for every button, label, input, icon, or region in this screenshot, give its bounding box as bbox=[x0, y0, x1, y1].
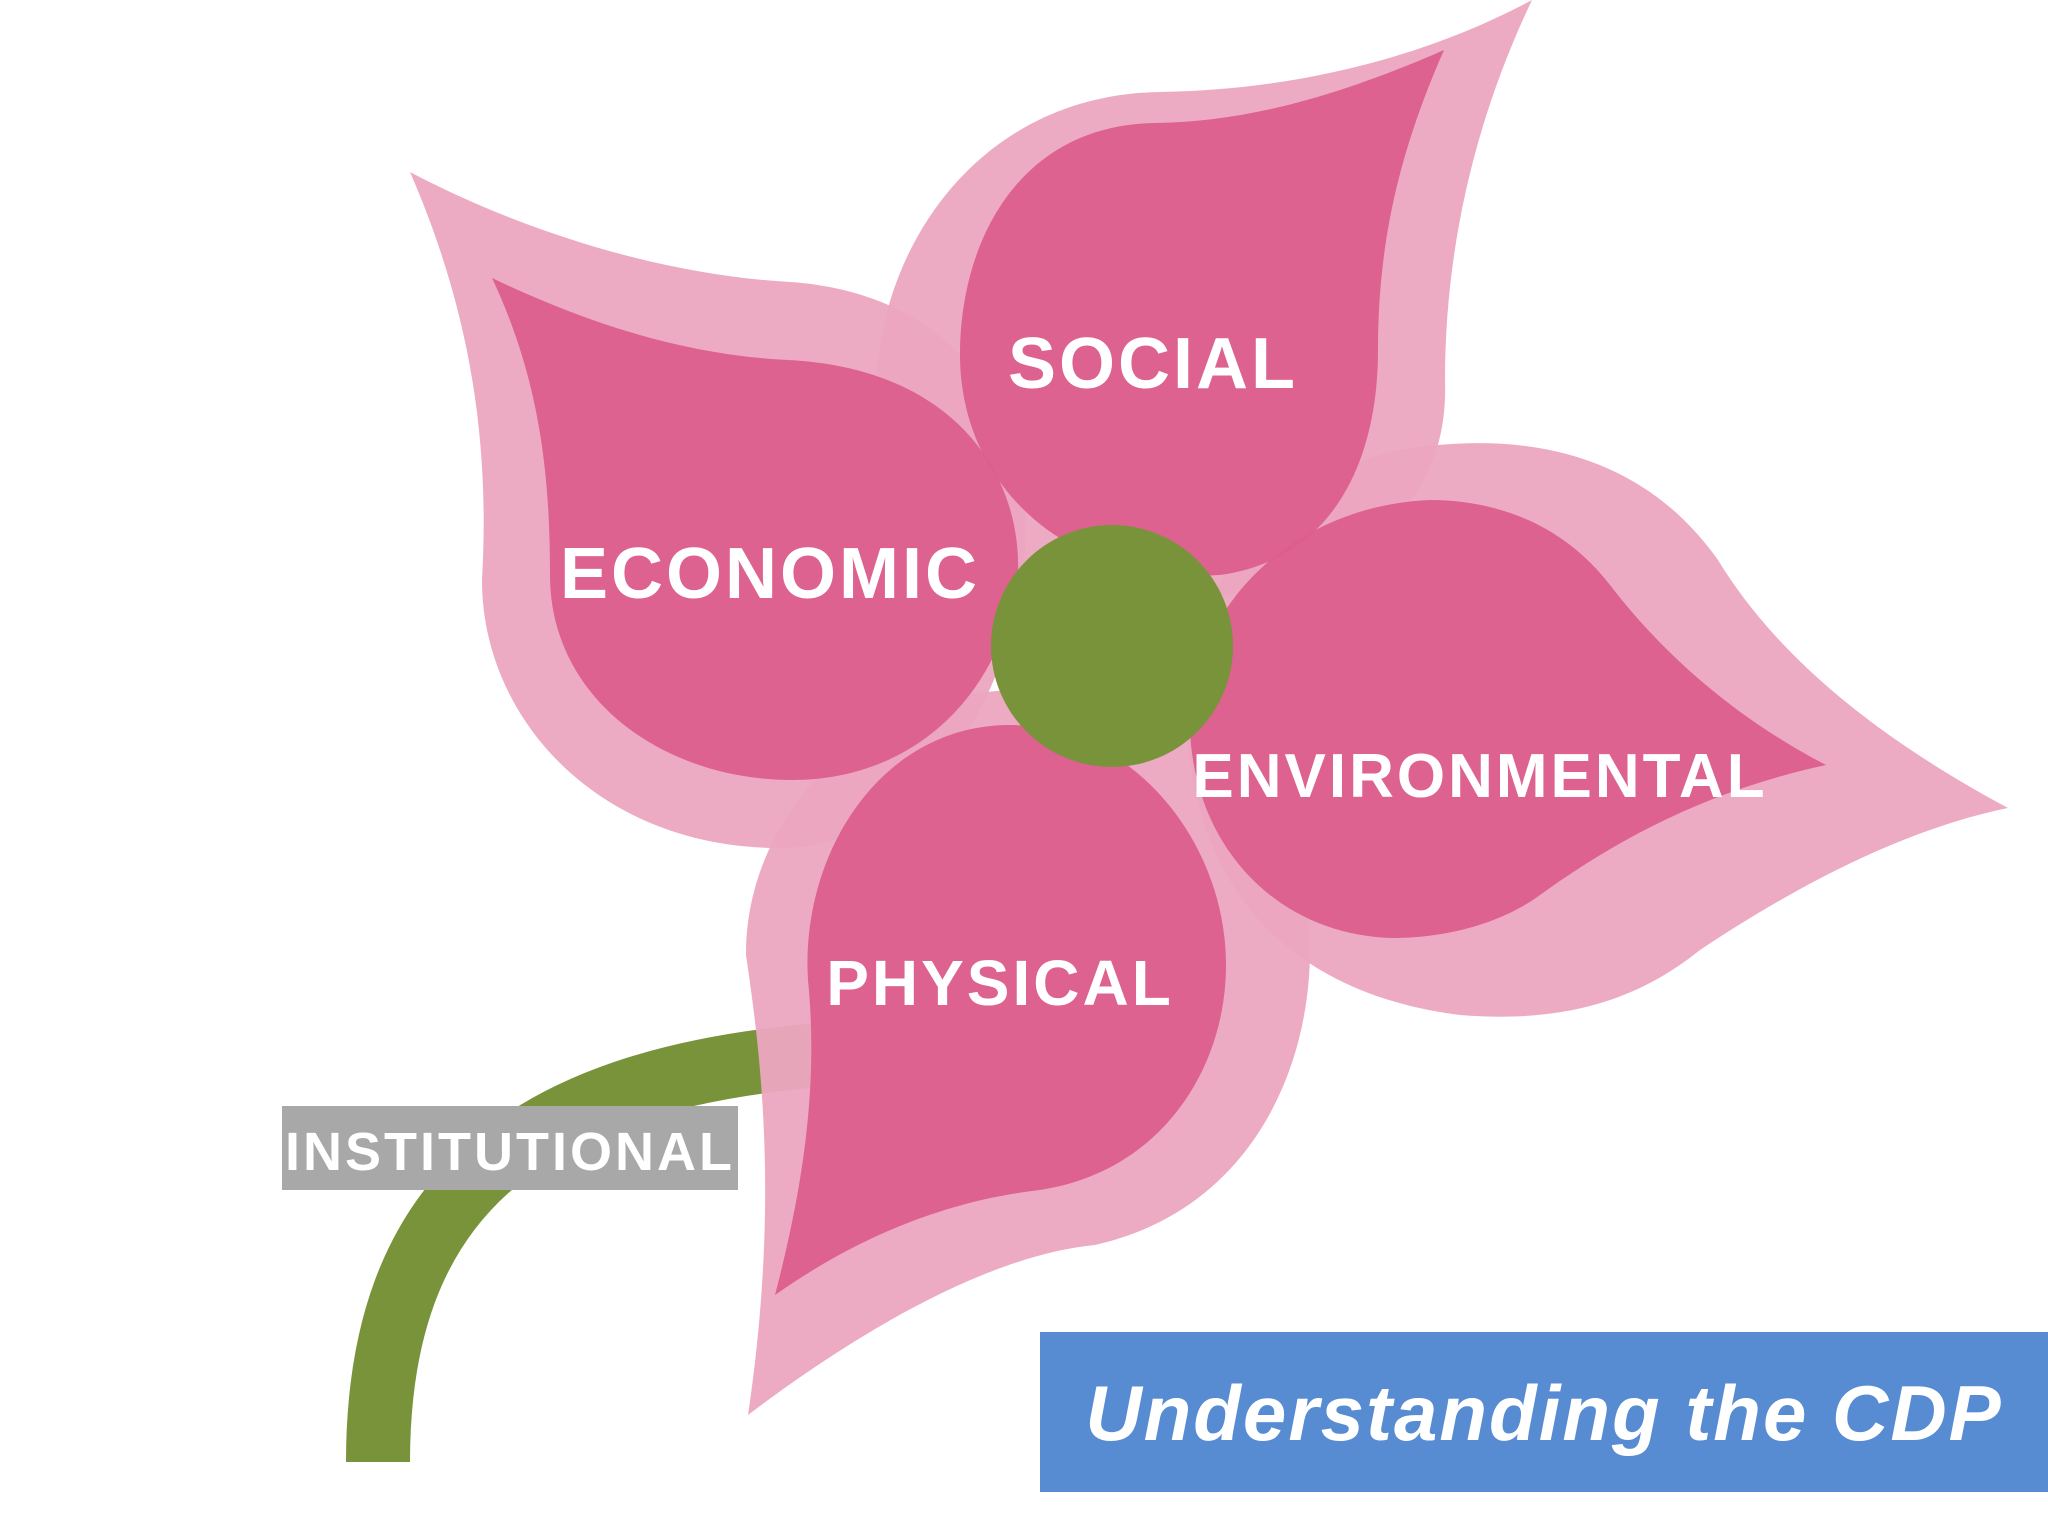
petal-environmental-inner bbox=[1190, 500, 1826, 938]
stem-label-box bbox=[282, 1106, 738, 1190]
banner-title: Understanding the CDP bbox=[1085, 1369, 2002, 1457]
stem-label-institutional: INSTITUTIONAL bbox=[285, 1122, 735, 1182]
petal-label-physical: PHYSICAL bbox=[826, 947, 1174, 1019]
title-banner bbox=[1040, 1332, 2048, 1492]
petal-physical-inner bbox=[775, 725, 1226, 1295]
petals-inner bbox=[492, 50, 1826, 1295]
flower-center bbox=[991, 525, 1233, 767]
petal-label-social: SOCIAL bbox=[1008, 324, 1298, 404]
petal-economic-inner bbox=[492, 278, 1019, 780]
petal-label-economic: ECONOMIC bbox=[560, 534, 980, 614]
petal-label-environmental: ENVIRONMENTAL bbox=[1192, 742, 1767, 811]
petal-social-inner bbox=[960, 50, 1444, 576]
